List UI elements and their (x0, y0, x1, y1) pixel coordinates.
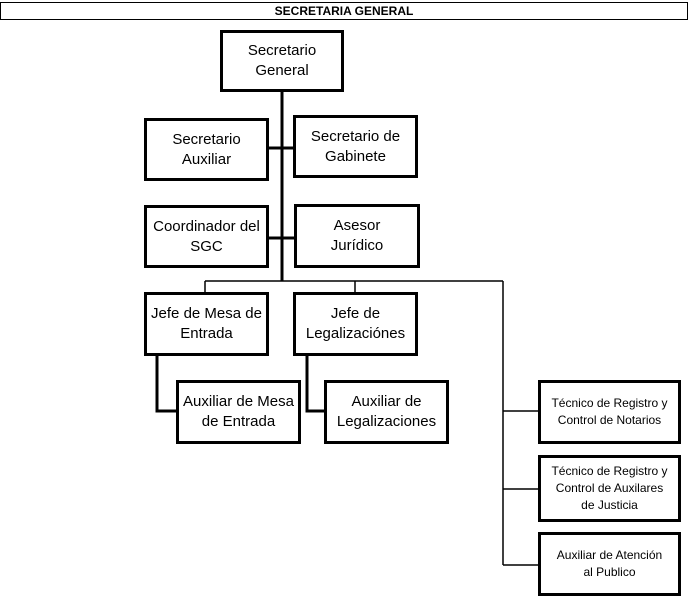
node-secretario-gabinete: Secretario de Gabinete (293, 115, 418, 178)
node-auxiliar-atencion: Auxiliar de Atención al Publico (538, 532, 681, 596)
node-coordinador-sgc: Coordinador del SGC (144, 205, 269, 268)
node-secretario-auxiliar: Secretario Auxiliar (144, 118, 269, 181)
org-chart-title: SECRETARIA GENERAL (0, 2, 688, 20)
node-secretario-general: Secretario General (220, 30, 344, 92)
node-jefe-legalizaciones: Jefe de Legalizaciónes (293, 292, 418, 356)
node-tecnico-notarios: Técnico de Registro y Control de Notario… (538, 380, 681, 444)
node-tecnico-auxiliares: Técnico de Registro y Control de Auxilar… (538, 455, 681, 522)
node-auxiliar-legalizaciones: Auxiliar de Legalizaciones (324, 380, 449, 444)
connector-auxiliar-mesa (155, 356, 176, 413)
node-auxiliar-mesa-entrada: Auxiliar de Mesa de Entrada (176, 380, 301, 444)
node-asesor-juridico: Asesor Jurídico (294, 204, 420, 268)
node-jefe-mesa-entrada: Jefe de Mesa de Entrada (144, 292, 269, 356)
connector-auxiliar-legalizaciones (305, 356, 325, 413)
